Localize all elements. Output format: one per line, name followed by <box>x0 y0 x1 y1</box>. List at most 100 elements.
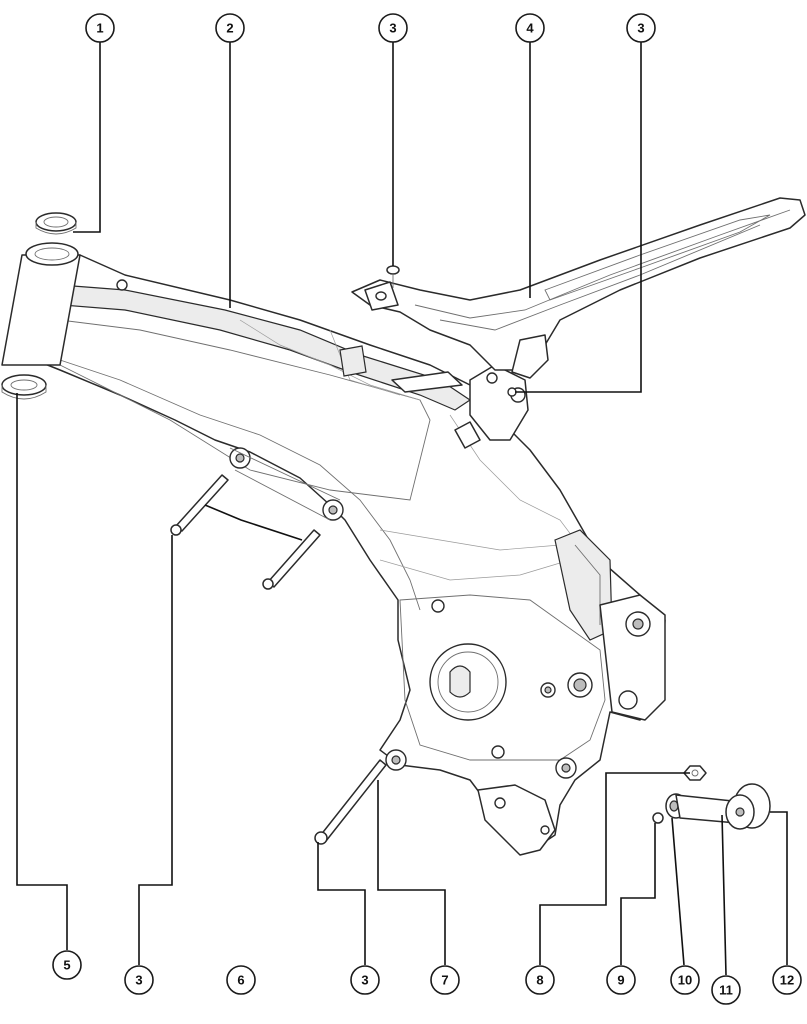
mount-hole-lower-right-inner <box>561 763 571 773</box>
engine-mount-rear-inner <box>328 505 338 515</box>
callout-3b-label: 3 <box>637 21 644 36</box>
bearing-lower-side <box>1 385 47 400</box>
pivot-hole-upper <box>431 599 445 613</box>
pivot-slot <box>449 665 471 698</box>
callout-11: 11 <box>711 975 741 1005</box>
callout-2-label: 2 <box>226 21 233 36</box>
callout-6-label: 6 <box>237 973 244 988</box>
callout-9-circle <box>606 965 636 995</box>
callout-3d-circle <box>350 965 380 995</box>
callout-4-circle <box>515 13 545 43</box>
leader-3c <box>138 535 173 965</box>
steering-head-top-inner <box>34 247 70 261</box>
callout-12-circle <box>772 965 802 995</box>
pivot-hole-lower <box>491 745 505 759</box>
bolt-long-upper <box>175 474 229 532</box>
callout-4-label: 4 <box>526 21 534 36</box>
leader-12 <box>770 811 788 965</box>
spar-connector <box>339 345 367 377</box>
small-tab-rear <box>454 421 481 449</box>
callout-3a-label: 3 <box>389 21 396 36</box>
leader-1 <box>73 42 101 233</box>
callout-12-label: 12 <box>780 973 794 988</box>
callout-1: 1 <box>85 13 115 43</box>
bearing-lower-inner <box>10 379 38 391</box>
bearing-lower <box>1 374 47 400</box>
callout-10-label: 10 <box>678 973 692 988</box>
callout-10-circle <box>670 965 700 995</box>
frame-panel-inner <box>59 319 431 501</box>
bearing-lower-outer <box>1 374 47 396</box>
engine-mount-strap <box>229 447 341 521</box>
callout-6: 6 <box>226 965 256 995</box>
callout-5: 5 <box>52 950 82 980</box>
roller-hub <box>735 807 745 817</box>
callout-3d: 3 <box>350 965 380 995</box>
subframe-lower-leg <box>511 334 549 379</box>
callout-3b-circle <box>626 13 656 43</box>
leader-8 <box>539 772 690 965</box>
bearing-upper <box>35 212 77 235</box>
bolt-long-lower <box>267 529 321 588</box>
callout-2-circle <box>215 13 245 43</box>
callout-11-circle <box>711 975 741 1005</box>
callout-8-label: 8 <box>536 973 543 988</box>
callout-1-circle <box>85 13 115 43</box>
callout-5-circle <box>52 950 82 980</box>
subframe-outline <box>351 197 806 371</box>
subframe-rail-inner <box>414 209 791 319</box>
callout-8-circle <box>525 965 555 995</box>
leader-3d <box>317 842 366 965</box>
steering-head-top <box>25 242 79 266</box>
rear-upper-bracket-hole-2 <box>486 372 498 384</box>
leader-lines <box>16 42 788 976</box>
callout-3a-circle <box>378 13 408 43</box>
swingarm-lug-hole-top-inner <box>632 618 644 630</box>
pivot-hole-mid-inner <box>544 686 552 694</box>
callout-1-label: 1 <box>96 21 103 36</box>
engine-mount-bolts <box>170 474 321 590</box>
leader-6 <box>204 504 303 541</box>
lower-bracket-hole-2 <box>540 825 550 835</box>
roller <box>725 783 771 830</box>
nut-hole <box>691 769 699 777</box>
callout-9-label: 9 <box>617 973 624 988</box>
leader-10 <box>671 817 685 966</box>
callout-3d-label: 3 <box>361 973 368 988</box>
lower-bracket-hole <box>494 797 506 809</box>
frame-contour-2 <box>329 329 401 396</box>
subframe-bolt-head <box>386 265 400 275</box>
leader-7 <box>377 780 446 965</box>
callout-12: 12 <box>772 965 802 995</box>
spar-small-hole <box>116 279 128 291</box>
small-bolt <box>652 812 664 824</box>
callout-3c: 3 <box>124 965 154 995</box>
callout-5-label: 5 <box>63 958 70 973</box>
leader-3b <box>515 42 642 393</box>
bolt-long-lower-head <box>262 578 274 590</box>
callout-7: 7 <box>430 965 460 995</box>
callout-11-label: 11 <box>719 983 733 998</box>
lower-mount-bolt <box>314 759 387 845</box>
subframe-front-hole <box>375 291 387 301</box>
callout-3b: 3 <box>626 13 656 43</box>
callout-2: 2 <box>215 13 245 43</box>
subframe-rail-inner-2 <box>439 224 761 331</box>
callout-3c-circle <box>124 965 154 995</box>
frame-contour-1 <box>239 319 421 401</box>
bearing-upper-outer <box>35 212 77 232</box>
pivot-plate-outline <box>399 594 606 761</box>
frame-top-spar <box>59 284 472 411</box>
bearing-upper-inner <box>43 216 69 228</box>
leader-11 <box>721 814 727 976</box>
pivot-large-hole-rim <box>437 651 499 713</box>
bolt-long-upper-head <box>170 524 182 536</box>
frame-contour-4 <box>379 529 561 551</box>
mount-hole-lower-left-inner <box>391 755 401 765</box>
bearing-upper-side <box>35 222 77 235</box>
pivot-hole-right-inner <box>573 678 587 692</box>
callout-3a: 3 <box>378 13 408 43</box>
callout-3c-label: 3 <box>135 973 142 988</box>
subframe <box>351 197 806 379</box>
